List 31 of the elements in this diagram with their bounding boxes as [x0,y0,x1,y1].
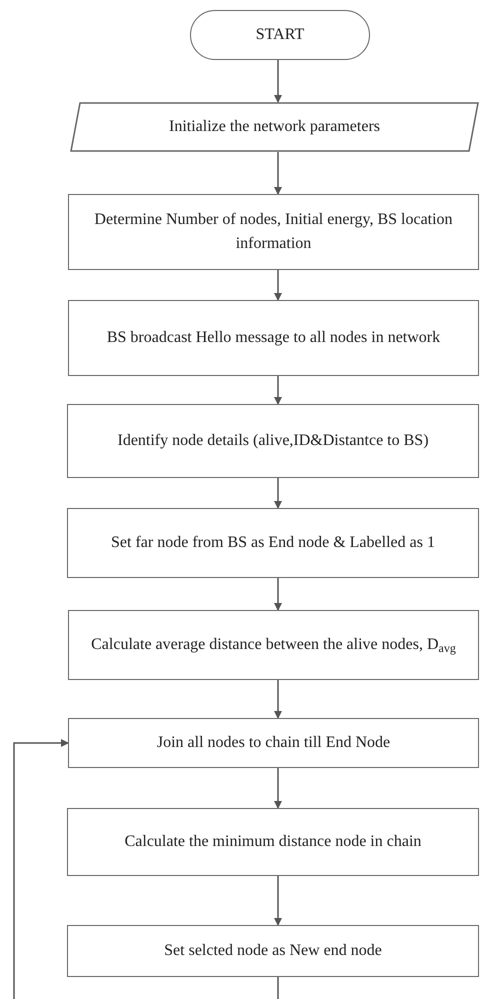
process-box [67,404,479,478]
arrow [13,739,69,999]
process-box [67,808,479,876]
arrow [274,152,282,195]
step-text: BS broadcast Hello message to all nodes in network [106,328,442,348]
process-box [68,194,479,270]
step-text: START [254,25,306,45]
step-text: Calculate the minimum distance node in chain [124,832,422,852]
arrow [274,768,282,809]
arrow [274,680,282,719]
process-box [68,300,479,376]
arrow [274,270,282,301]
arrow [274,876,282,926]
step-text: Identify node details (alive,ID&Distantce to BS) [116,431,430,451]
process-box [68,610,479,680]
step-text: Calculate average distance between the alive nodes, D$_{avg}$ [90,635,457,657]
step-text: Initialize the network parameters [168,117,381,137]
arrow [274,478,282,509]
step-text: Join all nodes to chain till End Node [156,733,392,753]
step-text: Set selcted node as New end node [163,941,383,961]
step-text: Determine Number of nodes, Initial energy, BS location information [93,210,454,254]
arrow [274,60,282,103]
start-terminal [190,10,370,60]
connector-line [277,977,279,999]
arrow [274,376,282,405]
process-box [67,925,479,977]
process-box [68,718,479,768]
process-box [67,508,479,578]
arrow [274,578,282,611]
step-text: Set far node from BS as End node & Labelled as 1 [110,533,436,553]
input-parallelogram [70,102,479,152]
